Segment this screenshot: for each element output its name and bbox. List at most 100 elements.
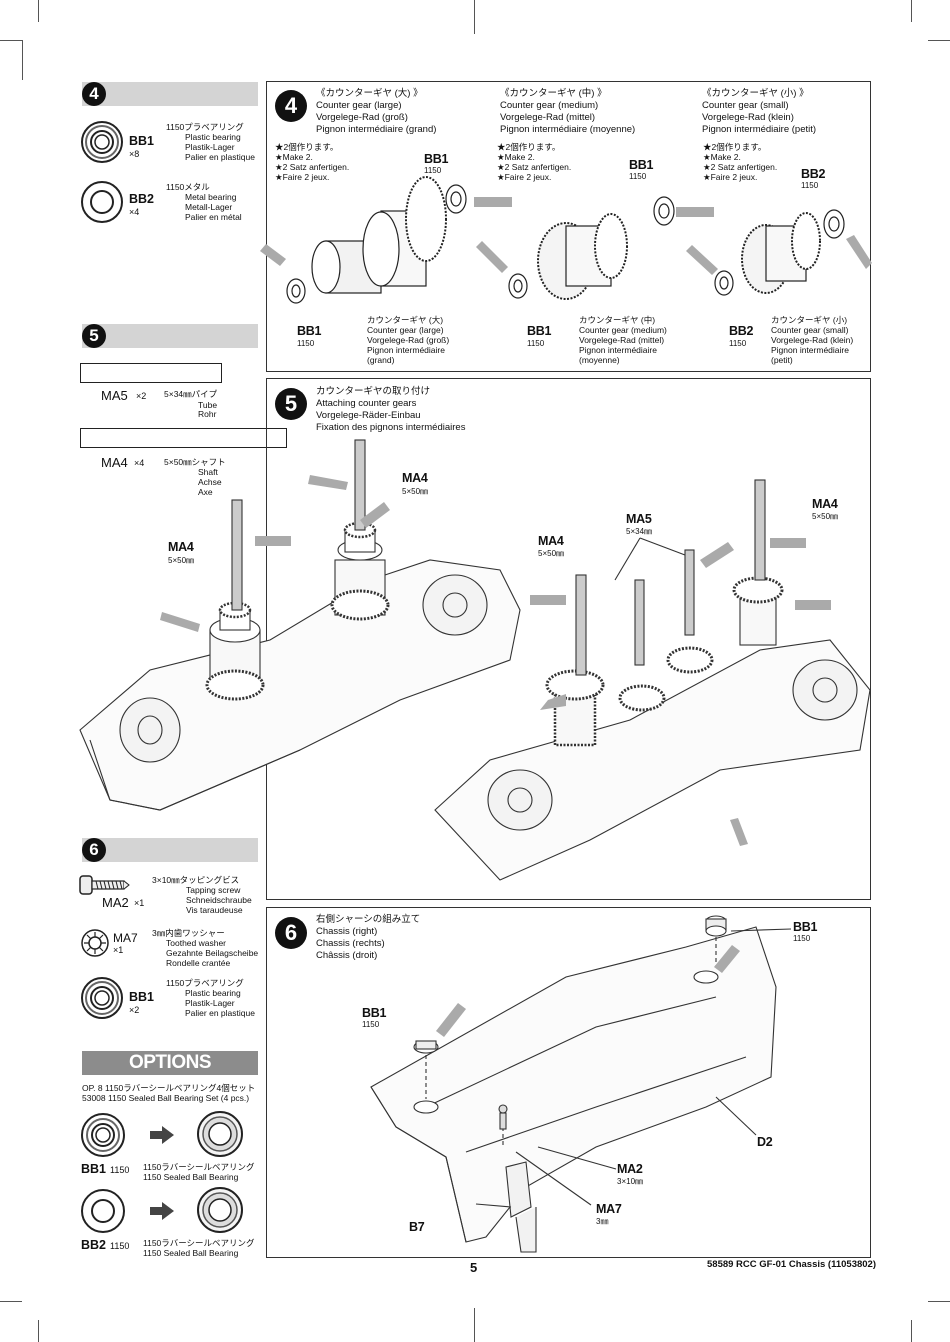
opt-bb2-code: BB2	[81, 1238, 107, 1252]
bb2-qty: ×4	[129, 207, 140, 217]
bb1-jp: 1150プラベアリング	[166, 122, 244, 132]
cg-large-jp: カウンターギヤ (大)	[367, 315, 444, 325]
cg-large-de: Vorgelege-Rad (groß)	[367, 335, 450, 345]
step4-number: 4	[275, 90, 307, 122]
ma7-size: 3㎜	[596, 1217, 609, 1226]
bb1-code: BB1	[129, 134, 155, 148]
ma4-size: 5×50㎜	[538, 549, 565, 558]
ma2-qty: ×1	[134, 898, 145, 908]
bb1-size: 1150	[297, 339, 315, 348]
ma4-de: Achse	[198, 477, 222, 487]
ma7-code: MA7	[113, 931, 138, 945]
step4-parts-number: 4	[82, 82, 106, 106]
make-note-en: ★Make 2.	[497, 152, 535, 162]
options-line2: 53008 1150 Sealed Ball Bearing Set (4 pc…	[82, 1093, 250, 1103]
ma7-fr: Rondelle crantée	[166, 958, 231, 968]
crop-mark	[0, 1301, 22, 1302]
ma4-size: 5×50㎜	[812, 512, 839, 521]
small-title-de: Vorgelege-Rad (klein)	[702, 112, 794, 123]
step4-panel	[266, 81, 871, 372]
ma5-de: Rohr	[198, 409, 217, 419]
bb1-label: BB1	[297, 324, 322, 338]
bb1-label: BB1	[527, 324, 552, 338]
cg-large-fr2: (grand)	[367, 355, 395, 365]
ma2-code: MA2	[102, 895, 129, 910]
ma7-label: MA7	[596, 1202, 622, 1216]
opt-bb1-en: 1150 Sealed Ball Bearing	[143, 1172, 239, 1182]
ma5-jp: 5×34㎜パイプ	[164, 389, 218, 399]
bb1-size: 1150	[793, 934, 811, 943]
opt-bb2-size: 1150	[110, 1241, 130, 1251]
sealed-bearing-icon	[197, 1187, 243, 1233]
cg-small-jp: カウンターギヤ (小)	[771, 315, 848, 325]
bearing-bb1-icon	[81, 1113, 125, 1157]
step5-title-de: Vorgelege-Räder-Einbau	[316, 410, 421, 421]
bb2-fr: Palier en métal	[185, 212, 242, 222]
step6-panel	[266, 907, 871, 1258]
ma4-label: MA4	[538, 534, 564, 548]
small-title-fr: Pignon intermédiaire (petit)	[702, 124, 817, 135]
cg-medium-de: Vorgelege-Rad (mittel)	[579, 335, 665, 345]
crop-mark	[928, 1301, 950, 1302]
bb2-de: Metall-Lager	[185, 202, 233, 212]
bb2-label: BB2	[801, 167, 826, 181]
make-note-fr: ★Faire 2 jeux.	[497, 172, 552, 182]
step6-number: 6	[275, 917, 307, 949]
step6-title-fr: Châssis (droit)	[316, 950, 378, 961]
step5-parts-bar	[82, 324, 258, 348]
arrow-right-icon	[150, 1126, 174, 1144]
small-title-en: Counter gear (small)	[702, 100, 789, 111]
bb1-jp: 1150プラベアリング	[166, 978, 244, 988]
crop-mark	[0, 40, 22, 41]
small-title-jp: 《カウンターギヤ (小) 》	[702, 88, 809, 99]
make-note-jp: ★2個作ります。	[497, 142, 561, 152]
make-note-de: ★2 Satz anfertigen.	[497, 162, 572, 172]
bb1-label: BB1	[793, 920, 818, 934]
ma2-size: 3×10㎜	[617, 1177, 644, 1186]
step6-parts-bar	[82, 838, 258, 862]
bb2-label: BB2	[729, 324, 754, 338]
large-title-fr: Pignon intermédiaire (grand)	[316, 124, 437, 135]
crop-mark	[474, 1308, 475, 1342]
cg-small-de: Vorgelege-Rad (klein)	[771, 335, 854, 345]
step5-panel	[266, 378, 871, 900]
bearing-bb2-icon	[81, 1189, 125, 1233]
bb1-de: Plastik-Lager	[185, 998, 235, 1008]
arrow-right-icon	[150, 1202, 174, 1220]
ma7-qty: ×1	[113, 945, 124, 955]
make-note-jp: ★2個作ります。	[703, 142, 767, 152]
step5-assembly-drawing	[79, 439, 871, 881]
sealed-bearing-icon	[197, 1111, 243, 1157]
large-title-en: Counter gear (large)	[316, 100, 402, 111]
medium-title-de: Vorgelege-Rad (mittel)	[500, 112, 596, 123]
bb1-size: 1150	[424, 166, 442, 175]
bb2-size: 1150	[729, 339, 747, 348]
bb2-jp: 1150メタル	[166, 182, 210, 192]
ma4-qty: ×4	[134, 458, 145, 468]
step5-parts-number: 5	[82, 324, 106, 348]
make-note-fr: ★Faire 2 jeux.	[703, 172, 758, 182]
cg-large-en: Counter gear (large)	[367, 325, 444, 335]
cg-medium-fr2: (moyenne)	[579, 355, 620, 365]
bb1-qty: ×8	[129, 149, 140, 159]
bearing-bb1-icon	[81, 977, 123, 1019]
crop-mark	[38, 0, 39, 22]
bb1-label: BB1	[362, 1006, 387, 1020]
options-line1: OP. 8 1150ラバーシールベアリング4個セット	[82, 1083, 256, 1093]
step6-assembly-drawing	[370, 915, 792, 1253]
options-banner: OPTIONS	[82, 1051, 258, 1075]
bb1-label: BB1	[629, 158, 654, 172]
parts-bag-box	[80, 363, 222, 383]
make-note-en: ★Make 2.	[275, 152, 313, 162]
ma7-jp: 3㎜内歯ワッシャー	[152, 928, 225, 938]
ma2-jp: 3×10㎜タッピングビス	[152, 875, 240, 885]
step5-number: 5	[275, 388, 307, 420]
cg-medium-jp: カウンターギヤ (中)	[579, 315, 656, 325]
cg-small-fr: Pignon intermédiaire	[771, 345, 849, 355]
step6-title-en: Chassis (right)	[316, 926, 378, 937]
toothed-washer-icon	[81, 929, 109, 957]
bb1-size: 1150	[629, 172, 647, 181]
ma4-jp: 5×50㎜シャフト	[164, 457, 226, 467]
bearing-bb1-icon	[81, 121, 123, 163]
ma4-en: Shaft	[198, 467, 218, 477]
